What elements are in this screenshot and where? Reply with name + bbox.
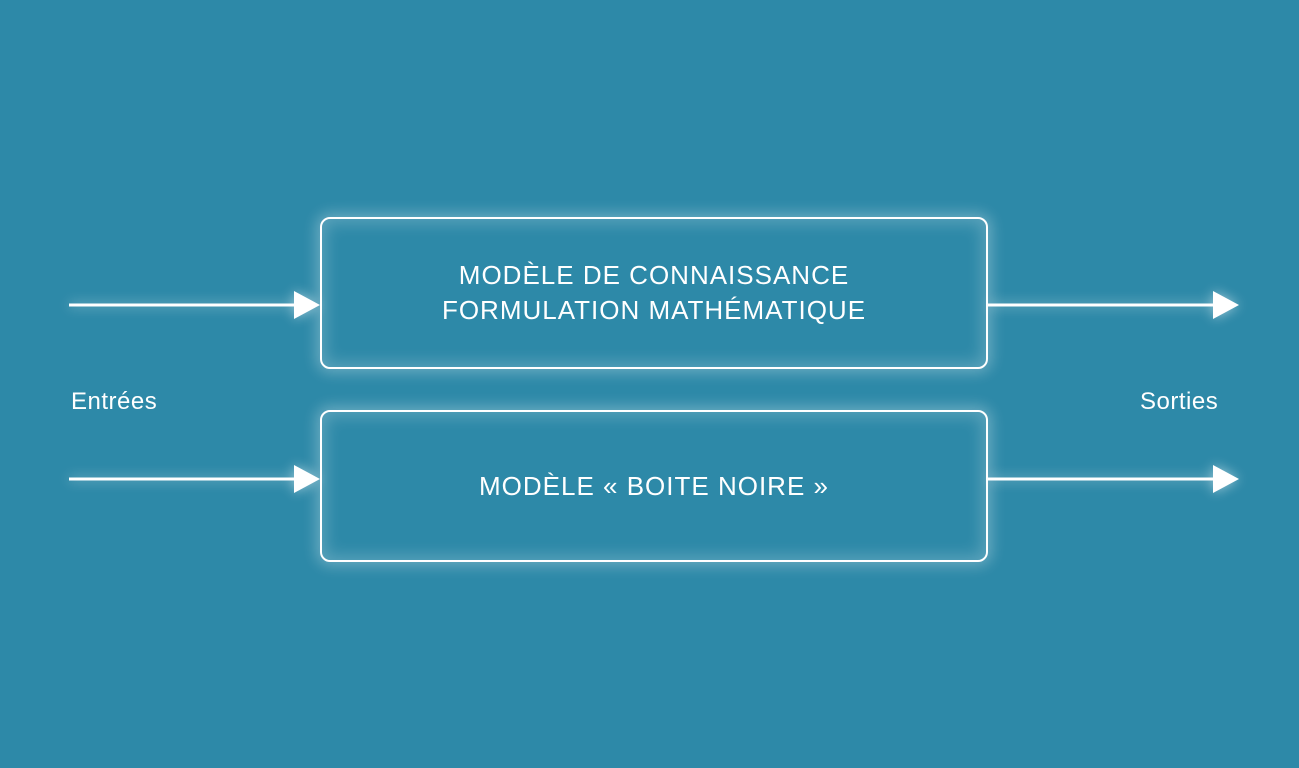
knowledge-model-subtitle: FORMULATION MATHÉMATIQUE: [441, 295, 867, 325]
black-box-model-box: MODÈLE « BOITE NOIRE »: [320, 410, 988, 562]
outputs-label: Sorties: [1140, 388, 1219, 415]
arrow-input-top: [69, 291, 320, 319]
arrow-output-bottom: [988, 465, 1239, 493]
black-box-model-title: MODÈLE « BOITE NOIRE »: [479, 470, 829, 501]
arrow-output-top: [988, 291, 1239, 319]
inputs-label: Entrées: [71, 388, 158, 415]
arrow-input-bottom: [69, 465, 320, 493]
knowledge-model-title: MODÈLE DE CONNAISSANCE: [458, 260, 850, 290]
knowledge-model-box: MODÈLE DE CONNAISSANCE FORMULATION MATHÉ…: [320, 217, 988, 369]
